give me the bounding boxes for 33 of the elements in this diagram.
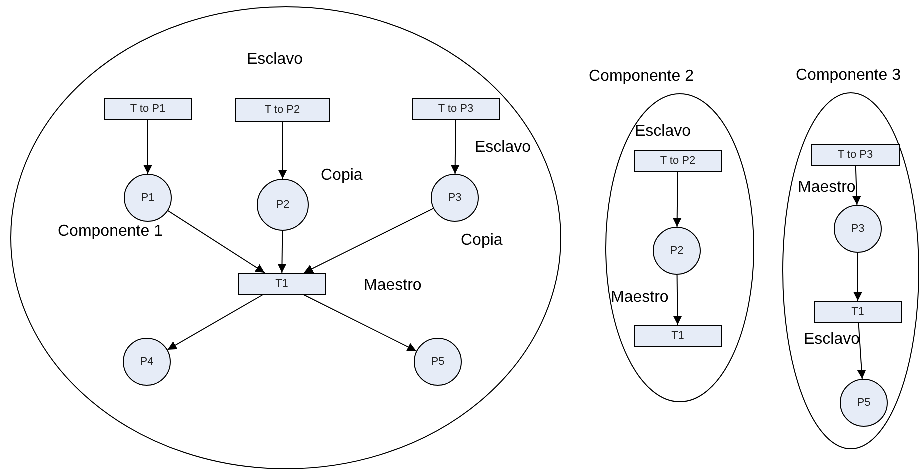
arrow	[167, 294, 264, 350]
transition-box: T1	[634, 325, 722, 347]
transition-box: T to P2	[634, 150, 722, 172]
role-label: Copia	[321, 166, 363, 186]
transition-box: T1	[814, 301, 902, 323]
arrow	[854, 252, 862, 302]
arrow	[450, 120, 460, 174]
transition-box: T to P3	[412, 98, 500, 120]
role-label: Maestro	[611, 288, 669, 308]
transition-box: T1	[238, 273, 326, 295]
arrow	[304, 294, 418, 352]
component-title: Componente 2	[589, 67, 694, 87]
arrow	[168, 210, 266, 274]
arrow	[304, 208, 434, 274]
transition-box: T to P2	[235, 98, 330, 122]
arrow	[144, 120, 152, 174]
transition-box: T to P1	[104, 98, 192, 120]
role-label: Esclavo	[247, 50, 304, 70]
role-label: Esclavo	[635, 122, 692, 142]
arrow	[857, 322, 866, 380]
arrow	[672, 172, 682, 228]
transition-box: T to P3	[811, 144, 900, 166]
arrow	[852, 166, 862, 206]
component-title: Componente 1	[58, 222, 163, 242]
role-label: Esclavo	[475, 138, 532, 158]
role-label: Maestro	[798, 178, 856, 198]
arrow	[673, 274, 682, 326]
role-label: Maestro	[364, 276, 422, 296]
arrow	[278, 122, 288, 180]
component-title: Componente 3	[796, 66, 901, 86]
role-label: Copia	[461, 231, 503, 251]
role-label: Esclavo	[804, 330, 860, 350]
arrow	[278, 230, 287, 274]
